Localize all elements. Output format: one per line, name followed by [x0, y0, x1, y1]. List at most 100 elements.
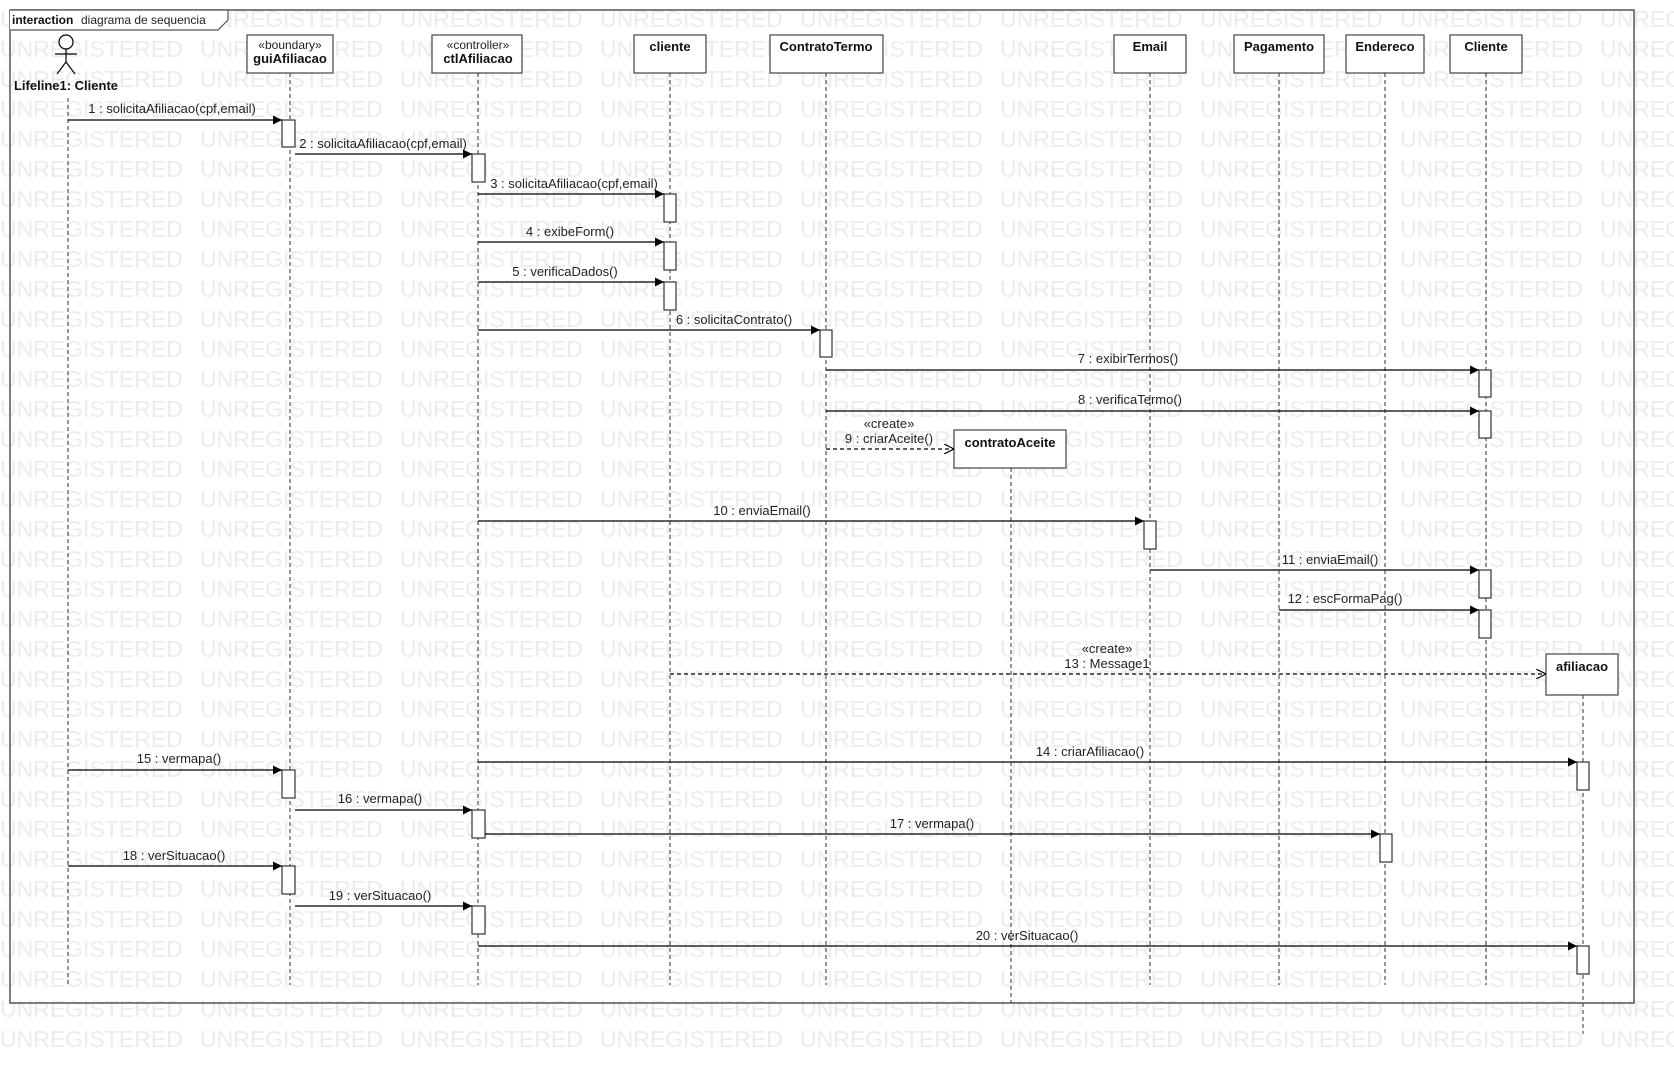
object-name: contratoAceite	[964, 435, 1055, 450]
watermark-text: UNREGISTERED	[1000, 336, 1183, 362]
watermark-text: UNREGISTERED	[400, 246, 583, 272]
watermark-text: UNREGISTERED	[600, 186, 783, 212]
watermark-text: UNREGISTERED	[0, 606, 183, 632]
watermark-text: UNREGISTERED	[200, 396, 383, 422]
watermark-text: UNREGISTERED	[800, 276, 983, 302]
watermark-text: UNREGISTERED	[1000, 96, 1183, 122]
watermark: UNREGISTERED UNREGISTERED UNREGISTERED UNRE…	[0, 6, 1674, 1052]
lifeline-endereco[interactable]: Endereco	[1345, 34, 1425, 985]
watermark-text: UNREGISTERED	[200, 96, 383, 122]
watermark-text: UNREGISTERED	[1200, 696, 1383, 722]
watermark-text: UNREGISTERED	[1000, 936, 1183, 962]
lifeline-pagamento[interactable]: Pagamento	[1233, 34, 1325, 985]
watermark-text: UNREGISTERED	[600, 246, 783, 272]
watermark-text: UNREGISTERED	[0, 426, 183, 452]
watermark-text: UNREGISTERED	[0, 486, 183, 512]
lifeline-stereotype: «boundary»	[258, 38, 322, 52]
watermark-text: UNREGISTERED	[600, 636, 783, 662]
watermark-text: UNREGISTERED	[1600, 546, 1674, 572]
watermark-text: UNREGISTERED	[0, 666, 183, 692]
watermark-text: UNREGISTERED	[200, 1026, 383, 1052]
watermark-text: UNREGISTERED	[1400, 276, 1583, 302]
watermark-text: UNREGISTERED	[400, 486, 583, 512]
watermark-text: UNREGISTERED	[1200, 846, 1383, 872]
watermark-text: UNREGISTERED	[0, 936, 183, 962]
watermark-text: UNREGISTERED	[1200, 276, 1383, 302]
watermark-text: UNREGISTERED	[600, 486, 783, 512]
watermark-text: UNREGISTERED	[400, 186, 583, 212]
watermark-text: UNREGISTERED	[1600, 906, 1674, 932]
created-object-contratoaceite[interactable]: contratoAceite	[953, 429, 1067, 1003]
message-label: 6 : solicitaContrato()	[676, 312, 792, 327]
watermark-text: UNREGISTERED	[0, 306, 183, 332]
lifeline-name: Cliente	[1464, 39, 1507, 54]
lifeline-stereotype: «controller»	[447, 38, 510, 52]
stick-figure-icon	[55, 34, 77, 75]
watermark-text: UNREGISTERED	[0, 456, 183, 482]
watermark-text: UNREGISTERED	[800, 786, 983, 812]
watermark-text: UNREGISTERED	[0, 126, 183, 152]
watermark-text: UNREGISTERED	[800, 1026, 983, 1052]
watermark-text: UNREGISTERED	[1000, 216, 1183, 242]
watermark-text: UNREGISTERED	[400, 906, 583, 932]
watermark-text: UNREGISTERED	[400, 336, 583, 362]
watermark-text: UNREGISTERED	[1600, 276, 1674, 302]
lifeline-name: Pagamento	[1244, 39, 1314, 54]
actor-lifeline[interactable]: Lifeline1: Cliente	[14, 34, 118, 985]
lifeline-email[interactable]: Email	[1113, 34, 1187, 985]
watermark-text: UNREGISTERED	[1000, 966, 1183, 992]
watermark-text: UNREGISTERED	[800, 156, 983, 182]
watermark-text: UNREGISTERED	[1000, 876, 1183, 902]
watermark-text: UNREGISTERED	[1600, 696, 1674, 722]
watermark-text: UNREGISTERED	[200, 156, 383, 182]
watermark-text: UNREGISTERED	[1200, 156, 1383, 182]
watermark-text: UNREGISTERED	[1000, 906, 1183, 932]
watermark-text: UNREGISTERED	[1200, 456, 1383, 482]
message-label: 14 : criarAfiliacao()	[1036, 744, 1144, 759]
watermark-text: UNREGISTERED	[800, 726, 983, 752]
watermark-text: UNREGISTERED	[600, 996, 783, 1022]
lifeline-name: guiAfiliacao	[253, 51, 327, 66]
watermark-text: UNREGISTERED	[1600, 786, 1674, 812]
watermark-text: UNREGISTERED	[1000, 636, 1183, 662]
watermark-text: UNREGISTERED	[0, 36, 183, 62]
watermark-text: UNREGISTERED	[400, 426, 583, 452]
watermark-text: UNREGISTERED	[1600, 456, 1674, 482]
watermark-text: UNREGISTERED	[0, 516, 183, 542]
created-object-afiliacao[interactable]: afiliacao	[1545, 653, 1619, 1034]
watermark-text: UNREGISTERED	[200, 576, 383, 602]
watermark-text: UNREGISTERED	[200, 996, 383, 1022]
watermark-text: UNREGISTERED	[1600, 996, 1674, 1022]
watermark-text: UNREGISTERED	[200, 636, 383, 662]
watermark-text: UNREGISTERED	[400, 756, 583, 782]
lifeline-cliente-entity[interactable]: Cliente	[1449, 34, 1523, 985]
watermark-text: UNREGISTERED	[800, 606, 983, 632]
message-label: 8 : verificaTermo()	[1078, 392, 1182, 407]
watermark-text: UNREGISTERED	[1400, 156, 1583, 182]
message-label: 18 : verSituacao()	[123, 848, 226, 863]
watermark-text: UNREGISTERED	[200, 606, 383, 632]
watermark-text: UNREGISTERED	[1200, 246, 1383, 272]
watermark-text: UNREGISTERED	[400, 366, 583, 392]
activation-bars	[281, 119, 1590, 975]
lifeline-name: cliente	[649, 39, 690, 54]
watermark-text: UNREGISTERED	[1400, 936, 1583, 962]
watermark-text: UNREGISTERED	[400, 1026, 583, 1052]
watermark-text: UNREGISTERED	[200, 246, 383, 272]
watermark-text: UNREGISTERED	[600, 126, 783, 152]
watermark-text: UNREGISTERED	[200, 486, 383, 512]
object-name: afiliacao	[1556, 659, 1608, 674]
watermark-text: UNREGISTERED	[1200, 306, 1383, 332]
message-label: 19 : verSituacao()	[329, 888, 432, 903]
watermark-text: UNREGISTERED	[1400, 816, 1583, 842]
watermark-text: UNREGISTERED	[1600, 876, 1674, 902]
lifeline-contratotermo[interactable]: ContratoTermo	[769, 34, 884, 985]
lifeline-name: Email	[1133, 39, 1168, 54]
lifeline-cliente[interactable]: cliente	[633, 34, 707, 985]
lifeline-gui[interactable]: «boundary» guiAfiliacao	[246, 34, 334, 985]
watermark-text: UNREGISTERED	[1200, 396, 1383, 422]
watermark-text: UNREGISTERED	[0, 696, 183, 722]
watermark-text: UNREGISTERED	[1200, 906, 1383, 932]
watermark-text: UNREGISTERED	[1200, 576, 1383, 602]
